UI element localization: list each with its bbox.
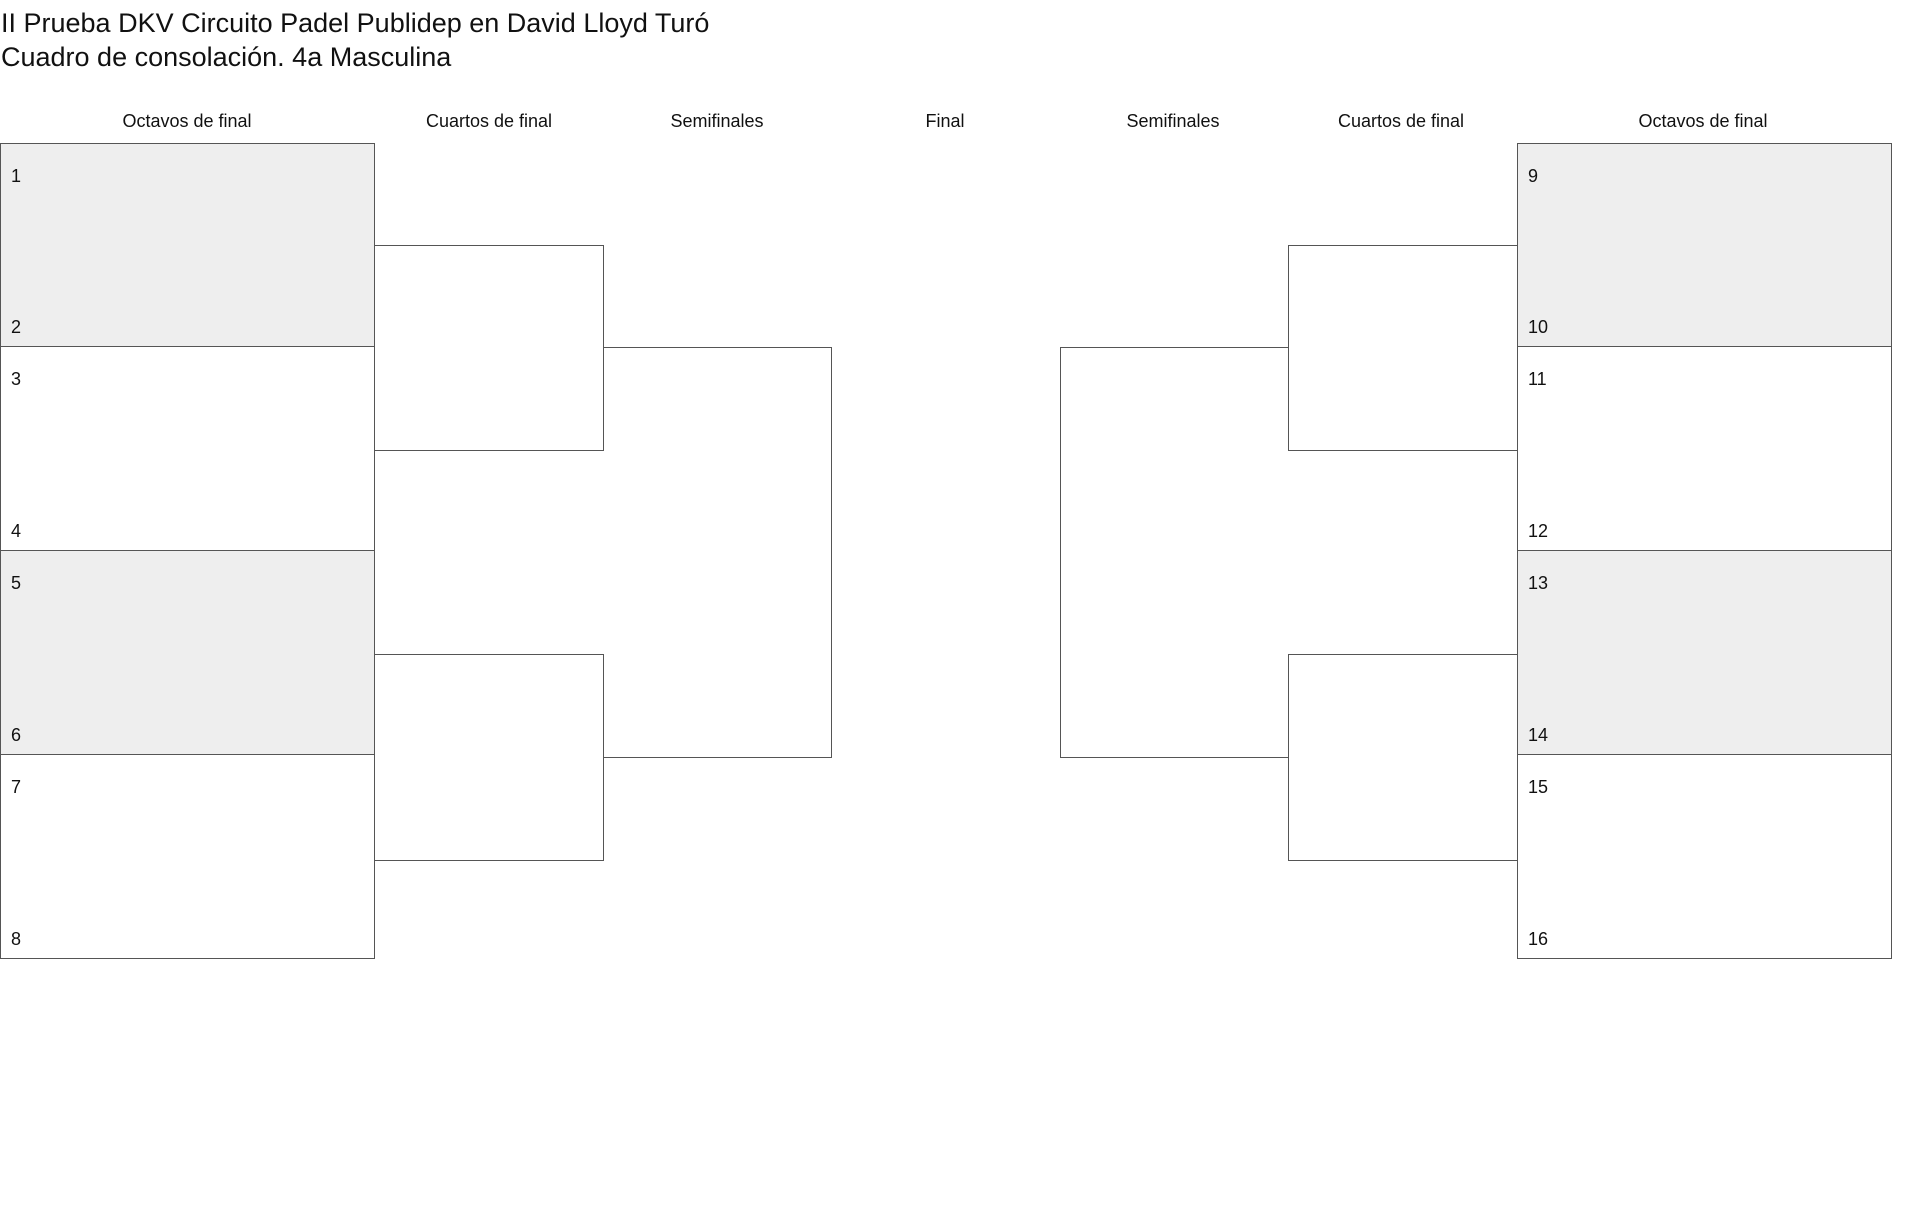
tournament-title: II Prueba DKV Circuito Padel Publidep en… xyxy=(1,8,710,38)
seed-number: 6 xyxy=(11,725,22,745)
seed-number: 12 xyxy=(1528,521,1549,541)
match-box-right-3: 13 14 xyxy=(1517,550,1892,755)
seed-number: 2 xyxy=(11,317,22,337)
match-box-left-1: 1 2 xyxy=(0,143,375,347)
bracket-connector-left-cuartos-2 xyxy=(374,654,604,861)
match-box-right-4: 15 16 xyxy=(1517,754,1892,959)
seed-number: 8 xyxy=(11,929,22,949)
bracket-connector-left-cuartos-1 xyxy=(374,245,604,451)
round-label-left-octavos: Octavos de final xyxy=(122,111,252,131)
round-label-right-cuartos: Cuartos de final xyxy=(1337,111,1465,131)
match-box-left-2: 3 4 xyxy=(0,346,375,551)
seed-number: 5 xyxy=(11,573,22,593)
seed-number: 13 xyxy=(1528,573,1549,593)
seed-number: 15 xyxy=(1528,777,1549,797)
seed-number: 7 xyxy=(11,777,22,797)
match-box-left-4: 7 8 xyxy=(0,754,375,959)
round-label-final: Final xyxy=(925,111,965,131)
match-box-right-1: 9 10 xyxy=(1517,143,1892,347)
seed-number: 14 xyxy=(1528,725,1549,745)
round-label-right-semis: Semifinales xyxy=(1126,111,1220,131)
bracket-connector-left-semis xyxy=(603,347,832,758)
round-label-left-cuartos: Cuartos de final xyxy=(425,111,553,131)
seed-number: 10 xyxy=(1528,317,1549,337)
bracket-connector-right-semis xyxy=(1060,347,1289,758)
seed-number: 16 xyxy=(1528,929,1549,949)
title-block: II Prueba DKV Circuito Padel Publidep en… xyxy=(1,6,709,74)
seed-number: 9 xyxy=(1528,166,1539,186)
seed-number: 11 xyxy=(1528,369,1547,389)
bracket-connector-right-cuartos-2 xyxy=(1288,654,1518,861)
match-box-left-3: 5 6 xyxy=(0,550,375,755)
seed-number: 1 xyxy=(11,166,22,186)
seed-number: 3 xyxy=(11,369,22,389)
round-label-left-semis: Semifinales xyxy=(670,111,764,131)
match-box-right-2: 11 12 xyxy=(1517,346,1892,551)
round-label-right-octavos: Octavos de final xyxy=(1638,111,1768,131)
seed-number: 4 xyxy=(11,521,22,541)
bracket-connector-right-cuartos-1 xyxy=(1288,245,1518,451)
draw-subtitle: Cuadro de consolación. 4a Masculina xyxy=(1,42,452,72)
